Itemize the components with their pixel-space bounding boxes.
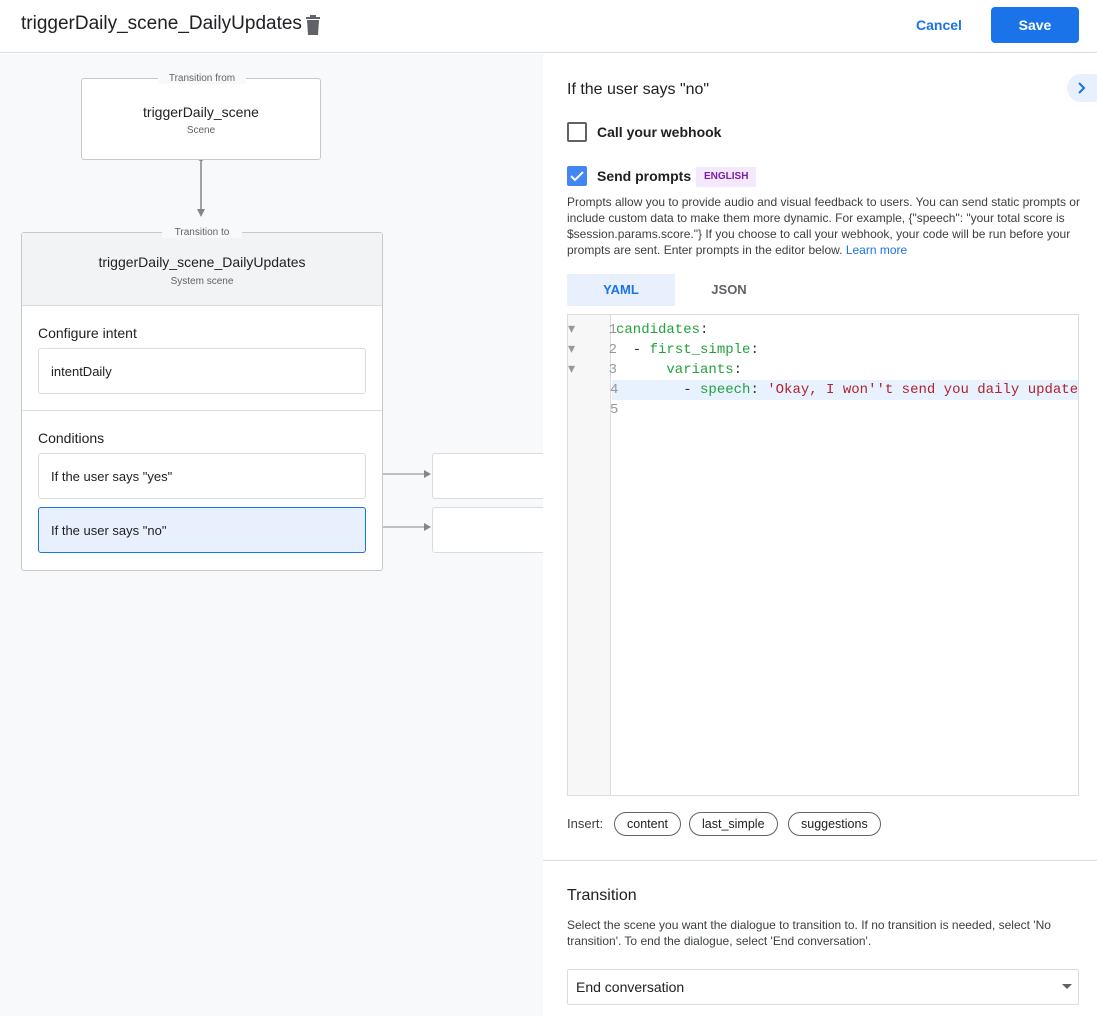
dropdown-arrow-icon (1062, 984, 1072, 989)
line-number: ▾ 3 (568, 362, 618, 378)
transition-from-card[interactable]: Transition from triggerDaily_scene Scene (81, 73, 321, 160)
intent-field[interactable]: intentDaily (38, 348, 366, 394)
code-token: : (733, 362, 743, 378)
conditions-heading: Conditions (38, 430, 105, 446)
detail-panel: If the user says "no" Call your webhook … (543, 54, 1097, 1016)
code-token: : (700, 322, 709, 338)
scene-type: System scene (170, 276, 234, 287)
tab-json[interactable]: JSON (711, 282, 747, 297)
scene-name: triggerDaily_scene (143, 104, 259, 120)
condition-no-target[interactable] (432, 507, 552, 553)
line-number: ▾ 1 (568, 322, 618, 338)
prompts-checkbox[interactable] (567, 166, 587, 186)
code-line: variants: (616, 360, 1078, 380)
code-line: - speech: 'Okay, I won''t send you daily… (616, 380, 1078, 400)
insert-chip-suggestions[interactable]: suggestions (788, 812, 881, 836)
header: triggerDaily_scene_DailyUpdates Cancel S… (0, 0, 1097, 53)
transition-description: Select the scene you want the dialogue t… (567, 918, 1051, 948)
transition-selected-value: End conversation (576, 979, 685, 995)
trash-icon[interactable] (305, 15, 321, 35)
code-token: variants (616, 362, 734, 378)
condition-yes-target[interactable] (432, 453, 552, 499)
code-token: speech (700, 382, 751, 398)
code-token: candidates (616, 322, 701, 338)
code-line: - first_simple: (616, 340, 1078, 360)
code-editor[interactable]: ▾ 1 ▾ 2 ▾ 3 4 5 candidates: - first_simple… (567, 314, 1079, 796)
check-icon (570, 171, 584, 182)
code-token: 'Okay, I won''t send you daily update (767, 382, 1078, 398)
code-token: : (750, 342, 759, 358)
tab-yaml[interactable]: YAML (567, 274, 675, 306)
code-token: - (616, 342, 650, 358)
learn-more-link[interactable]: Learn more (845, 243, 908, 257)
chevron-right-icon (1078, 82, 1086, 94)
insert-chip-content[interactable]: content (614, 812, 682, 836)
webhook-label: Call your webhook (597, 124, 722, 140)
save-button[interactable]: Save (991, 7, 1079, 43)
insert-label: Insert: (567, 816, 604, 831)
transition-select[interactable]: End conversation (567, 969, 1079, 1005)
cancel-button[interactable]: Cancel (903, 8, 975, 42)
code-line (616, 400, 1078, 420)
code-token: - (616, 382, 701, 398)
insert-chip-last-simple[interactable]: last_simple (689, 812, 778, 836)
condition-yes[interactable]: If the user says "yes" (38, 453, 366, 499)
prompts-description: Prompts allow you to provide audio and v… (567, 194, 1082, 258)
prompts-label: Send prompts (597, 168, 692, 184)
code-line: candidates: (616, 320, 1078, 340)
language-badge: ENGLISH (696, 167, 757, 187)
scene-canvas: Transition from triggerDaily_scene Scene… (0, 54, 552, 1016)
transition-to-label: Transition to (162, 227, 242, 238)
line-number: ▾ 2 (568, 342, 618, 358)
code-token: first_simple (649, 342, 751, 358)
code-token: : (750, 382, 768, 398)
collapse-panel-button[interactable] (1067, 74, 1097, 102)
configure-intent-heading: Configure intent (38, 325, 137, 341)
line-number: 5 (568, 402, 619, 418)
transition-from-label: Transition from (158, 73, 246, 84)
description-text: Prompts allow you to provide audio and v… (567, 195, 1080, 257)
scene-type: Scene (186, 125, 216, 136)
transition-heading: Transition (567, 887, 637, 904)
transition-to-card: Transition to triggerDaily_scene_DailyUp… (21, 227, 383, 571)
panel-title: If the user says "no" (567, 81, 710, 98)
page-title: triggerDaily_scene_DailyUpdates (21, 13, 302, 34)
condition-no[interactable]: If the user says "no" (38, 507, 366, 553)
line-number: 4 (568, 382, 619, 398)
webhook-checkbox[interactable] (567, 122, 587, 142)
scene-name: triggerDaily_scene_DailyUpdates (98, 254, 306, 270)
